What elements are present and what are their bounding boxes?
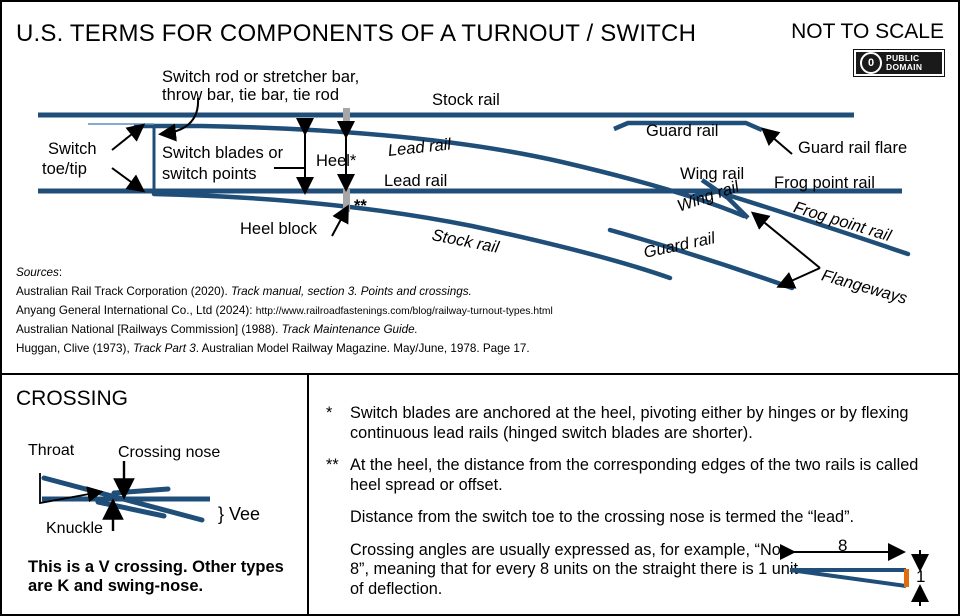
note-marker: * [326, 404, 333, 422]
source-entry: Australian Rail Track Corporation (2020)… [16, 284, 472, 298]
leader-flangeway-upper [750, 211, 821, 269]
heel-block-lower [343, 188, 350, 212]
panel-divider-vertical [307, 373, 309, 614]
notes-panel: * Switch blades are anchored at the heel… [326, 404, 926, 599]
source-entry: Anyang General International Co., Ltd (2… [16, 303, 553, 317]
label-heel-block: Heel block [240, 220, 318, 238]
rail-stock-diverging [151, 191, 673, 281]
source-entry: Huggan, Clive (1973), Track Part 3. Aust… [16, 341, 530, 355]
label-rise-1: 1 [916, 567, 926, 586]
label-stock-rail-top: Stock rail [432, 91, 500, 109]
label-wing-rail-upper: Wing rail [680, 165, 745, 183]
label-switch-toe-2: toe/tip [42, 160, 87, 178]
label-throat: Throat [28, 442, 75, 459]
source-entry: Australian National [Railways Commission… [16, 322, 418, 336]
label-lead-rail-lower: Lead rail [384, 172, 448, 190]
leader-switch-toe-up [111, 123, 146, 151]
turnout-diagram [38, 97, 911, 291]
note-crossing-angle: Crossing angles are usually expressed as… [350, 540, 798, 598]
label-switch-toe: Switch [48, 140, 97, 158]
leader-switch-rod [158, 97, 200, 142]
leader-heel-block [331, 204, 349, 237]
leader-throat [39, 473, 104, 505]
rail-frog-point-diverging [715, 189, 911, 257]
deflection-marker [904, 569, 909, 587]
crossing-angle-figure [778, 543, 929, 606]
source-url[interactable]: http://www.railroadfastenings.com/blog/r… [255, 305, 553, 317]
crossing-panel-title: CROSSING [16, 387, 129, 410]
not-to-scale-label: NOT TO SCALE [791, 20, 944, 43]
label-crossing-nose: Crossing nose [118, 444, 221, 461]
crossing-angle-figure-wrap: 8 1 [778, 536, 958, 610]
label-knuckle: Knuckle [46, 520, 103, 537]
rail-wing-lower [700, 178, 750, 220]
sources-heading: Sources: [16, 266, 63, 279]
rail-guard-lower [607, 227, 795, 291]
note-text: Switch blades are anchored at the heel, … [350, 404, 909, 442]
label-heel: Heel* [316, 152, 357, 170]
label-switch-blades-2: switch points [162, 165, 257, 183]
public-domain-icon: 0 [860, 52, 882, 74]
rail-guard-upper [613, 120, 763, 133]
crossing-caption: This is a V crossing. Other types are K … [28, 558, 284, 596]
note-lead-definition: Distance from the switch toe to the cros… [350, 508, 855, 527]
crossing-nose-rail [111, 486, 171, 496]
label-vee: } Vee [218, 504, 261, 524]
angle-rail-deflected [789, 568, 907, 588]
public-domain-text: PUBLIC DOMAIN [886, 53, 923, 72]
leader-guard-rail-flare [760, 127, 793, 155]
heel-block-upper [343, 108, 350, 130]
crossing-figure [39, 461, 210, 531]
sources-block: Sources: Australian Rail Track Corporati… [16, 264, 553, 359]
label-guard-rail-flare: Guard rail flare [798, 139, 908, 157]
label-run-8: 8 [838, 536, 848, 555]
public-domain-badge: 0 PUBLIC DOMAIN [854, 50, 944, 76]
label-switch-blades: Switch blades or [162, 144, 284, 162]
label-double-star: ** [354, 197, 367, 215]
note-item: ** At the heel, the distance from the co… [326, 456, 926, 495]
leader-flangeway-lower [776, 267, 821, 289]
label-guard-rail-top: Guard rail [646, 122, 719, 140]
note-marker: ** [326, 456, 339, 475]
label-frog-point-rail-straight: Frog point rail [774, 174, 875, 192]
crossing-figure-wrap [2, 373, 307, 614]
label-switch-rod: Switch rod or stretcher bar, throw bar, … [162, 68, 360, 105]
note-text: At the heel, the distance from the corre… [350, 456, 919, 494]
note-item: * Switch blades are anchored at the heel… [326, 404, 926, 443]
leader-switch-toe-down [111, 167, 146, 193]
panel-divider-horizontal [2, 373, 958, 375]
page-title: U.S. TERMS FOR COMPONENTS OF A TURNOUT /… [16, 20, 697, 47]
